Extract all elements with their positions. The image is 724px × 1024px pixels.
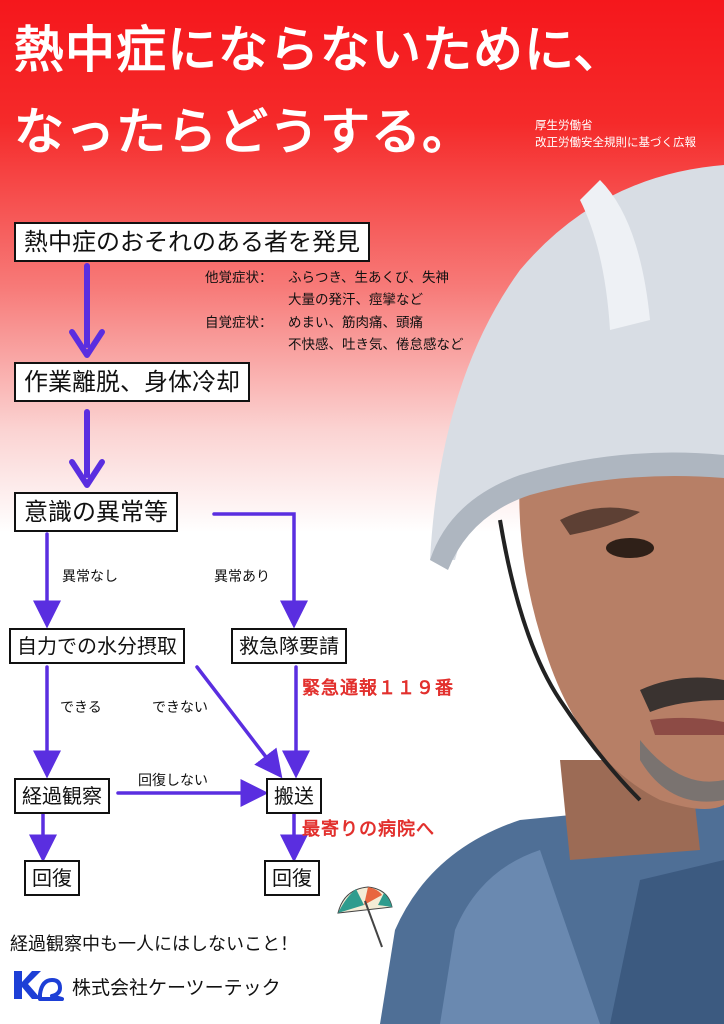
label-abnormal: 異常あり xyxy=(214,569,270,585)
label-no-abnormal: 異常なし xyxy=(62,569,118,585)
label-cannot: できない xyxy=(152,700,208,716)
emergency-call-text: 緊急通報１１９番 xyxy=(302,678,454,699)
symptoms-self-1: めまい、筋肉痛、頭痛 xyxy=(288,315,423,331)
nearest-hospital-text: 最寄りの病院へ xyxy=(302,819,435,840)
title-line-1: 熱中症にならないために、 xyxy=(14,21,625,79)
company-logo-icon xyxy=(14,971,64,1001)
symptoms-self-2: 不快感、吐き気、倦怠感など xyxy=(288,337,464,353)
footer-note: 経過観察中も一人にはしないこと！ xyxy=(10,934,298,955)
credit-line-2: 改正労働安全規則に基づく広報 xyxy=(535,135,696,149)
box-consciousness: 意識の異常等 xyxy=(14,492,178,532)
box-observe: 経過観察 xyxy=(14,778,110,814)
box-discover: 熱中症のおそれのある者を発見 xyxy=(14,222,370,262)
company-name: 株式会社ケーツーテック xyxy=(72,977,281,999)
symptoms-self-label: 自覚症状： xyxy=(205,315,273,331)
box-self-hydration: 自力での水分摂取 xyxy=(9,628,185,664)
parasol-icon xyxy=(337,886,393,948)
symptoms-other-2: 大量の発汗、痙攣など xyxy=(288,292,423,308)
box-recover-right: 回復 xyxy=(264,860,320,896)
label-can: できる xyxy=(60,700,102,716)
title-line-2: なったらどうする。 xyxy=(14,103,473,161)
box-ambulance: 救急隊要請 xyxy=(231,628,347,664)
symptoms-other-1: ふらつき、生あくび、失神 xyxy=(288,270,450,286)
label-not-recovered: 回復しない xyxy=(138,773,208,789)
credit-line-1: 厚生労働省 xyxy=(535,118,593,132)
box-withdraw: 作業離脱、身体冷却 xyxy=(14,362,250,402)
symptoms-other-label: 他覚症状： xyxy=(205,270,273,286)
box-recover-left: 回復 xyxy=(24,860,80,896)
box-transport: 搬送 xyxy=(266,778,322,814)
